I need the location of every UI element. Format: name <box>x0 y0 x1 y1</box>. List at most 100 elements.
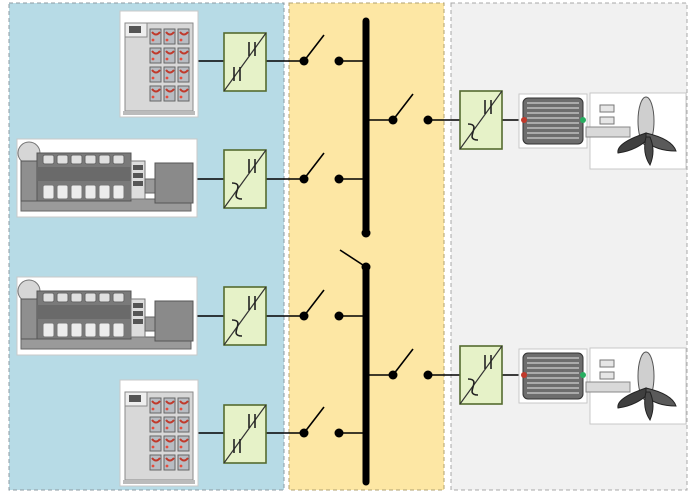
battery-module <box>150 455 161 470</box>
battery-terminal <box>180 77 183 80</box>
battery-terminal <box>166 58 169 61</box>
battery-terminal <box>166 465 169 468</box>
battery-module <box>150 417 161 432</box>
cylinder-head <box>43 293 54 302</box>
control-gauge <box>133 311 143 316</box>
battery-terminal <box>180 58 183 61</box>
battery-module <box>178 455 189 470</box>
battery-module <box>164 67 175 82</box>
battery-module <box>164 417 175 432</box>
shaft-bearing <box>600 117 614 124</box>
battery-module <box>164 48 175 63</box>
battery-terminal <box>166 427 169 430</box>
cylinder-cover <box>85 323 96 337</box>
switch-contact <box>335 429 344 438</box>
battery-module <box>178 436 189 451</box>
battery-cabinet-2 <box>120 380 198 486</box>
converter-dc-dc-4 <box>224 405 266 463</box>
control-gauge <box>133 165 143 170</box>
battery-module <box>150 398 161 413</box>
converter-ac-dc-2 <box>224 150 266 208</box>
battery-terminal <box>180 427 183 430</box>
cylinder-head <box>113 155 124 164</box>
generator-coupling <box>145 179 155 193</box>
propeller-unit-2 <box>586 348 686 424</box>
alternator <box>155 301 193 341</box>
battery-terminal <box>166 77 169 80</box>
battery-module <box>178 398 189 413</box>
battery-terminal <box>180 465 183 468</box>
cylinder-head <box>99 293 110 302</box>
cylinder-cover <box>99 323 110 337</box>
battery-module <box>150 86 161 101</box>
diesel-generator-1 <box>17 139 197 217</box>
generator-coupling <box>145 317 155 331</box>
converter-dc-ac-load-2 <box>460 346 502 404</box>
propeller-shaft <box>586 127 630 137</box>
battery-terminal <box>166 408 169 411</box>
battery-terminal <box>180 39 183 42</box>
battery-terminal <box>152 465 155 468</box>
switch-contact <box>424 116 433 125</box>
cylinder-head <box>71 155 82 164</box>
engine-manifold <box>37 305 131 319</box>
control-gauge <box>133 303 143 308</box>
switch-contact <box>335 57 344 66</box>
battery-module <box>178 67 189 82</box>
cylinder-head <box>85 155 96 164</box>
shaft-bearing <box>600 105 614 112</box>
propeller-unit-1 <box>586 93 686 169</box>
battery-module <box>150 48 161 63</box>
switch-contact <box>335 175 344 184</box>
battery-terminal <box>152 408 155 411</box>
engine-manifold <box>37 167 131 181</box>
cylinder-cover <box>85 185 96 199</box>
shaft-bearing <box>600 360 614 367</box>
bus-tie-contact <box>362 229 371 238</box>
cylinder-head <box>99 155 110 164</box>
propulsion-motor-2 <box>519 349 587 403</box>
cylinder-head <box>113 293 124 302</box>
battery-terminal <box>152 96 155 99</box>
switch-contact <box>335 312 344 321</box>
propulsion-motor-1 <box>519 94 587 148</box>
converter-ac-dc-3 <box>224 287 266 345</box>
battery-module <box>164 86 175 101</box>
battery-module <box>178 417 189 432</box>
battery-terminal <box>166 446 169 449</box>
battery-cabinet-1 <box>120 11 198 117</box>
battery-terminal <box>152 427 155 430</box>
cylinder-cover <box>57 185 68 199</box>
battery-terminal <box>180 446 183 449</box>
battery-module <box>178 29 189 44</box>
battery-terminal <box>152 39 155 42</box>
cylinder-cover <box>43 323 54 337</box>
battery-terminal <box>180 408 183 411</box>
shaft-bearing <box>600 372 614 379</box>
battery-module <box>150 67 161 82</box>
battery-terminal <box>152 446 155 449</box>
cylinder-cover <box>57 323 68 337</box>
battery-terminal <box>152 58 155 61</box>
battery-terminal <box>166 39 169 42</box>
cylinder-head <box>43 155 54 164</box>
motor-indicator <box>580 117 586 123</box>
motor-indicator <box>521 117 527 123</box>
cylinder-cover <box>43 185 54 199</box>
battery-terminal <box>166 96 169 99</box>
cylinder-cover <box>71 185 82 199</box>
cylinder-head <box>85 293 96 302</box>
battery-module <box>164 398 175 413</box>
control-gauge <box>133 173 143 178</box>
battery-base <box>123 480 195 484</box>
battery-module <box>164 436 175 451</box>
battery-display <box>129 395 141 402</box>
alternator <box>155 163 193 203</box>
motor-indicator <box>580 372 586 378</box>
cylinder-cover <box>99 185 110 199</box>
battery-terminal <box>180 96 183 99</box>
converter-dc-dc-1 <box>224 33 266 91</box>
battery-terminal <box>152 77 155 80</box>
diesel-generator-2 <box>17 277 197 355</box>
motor-housing <box>523 98 583 144</box>
